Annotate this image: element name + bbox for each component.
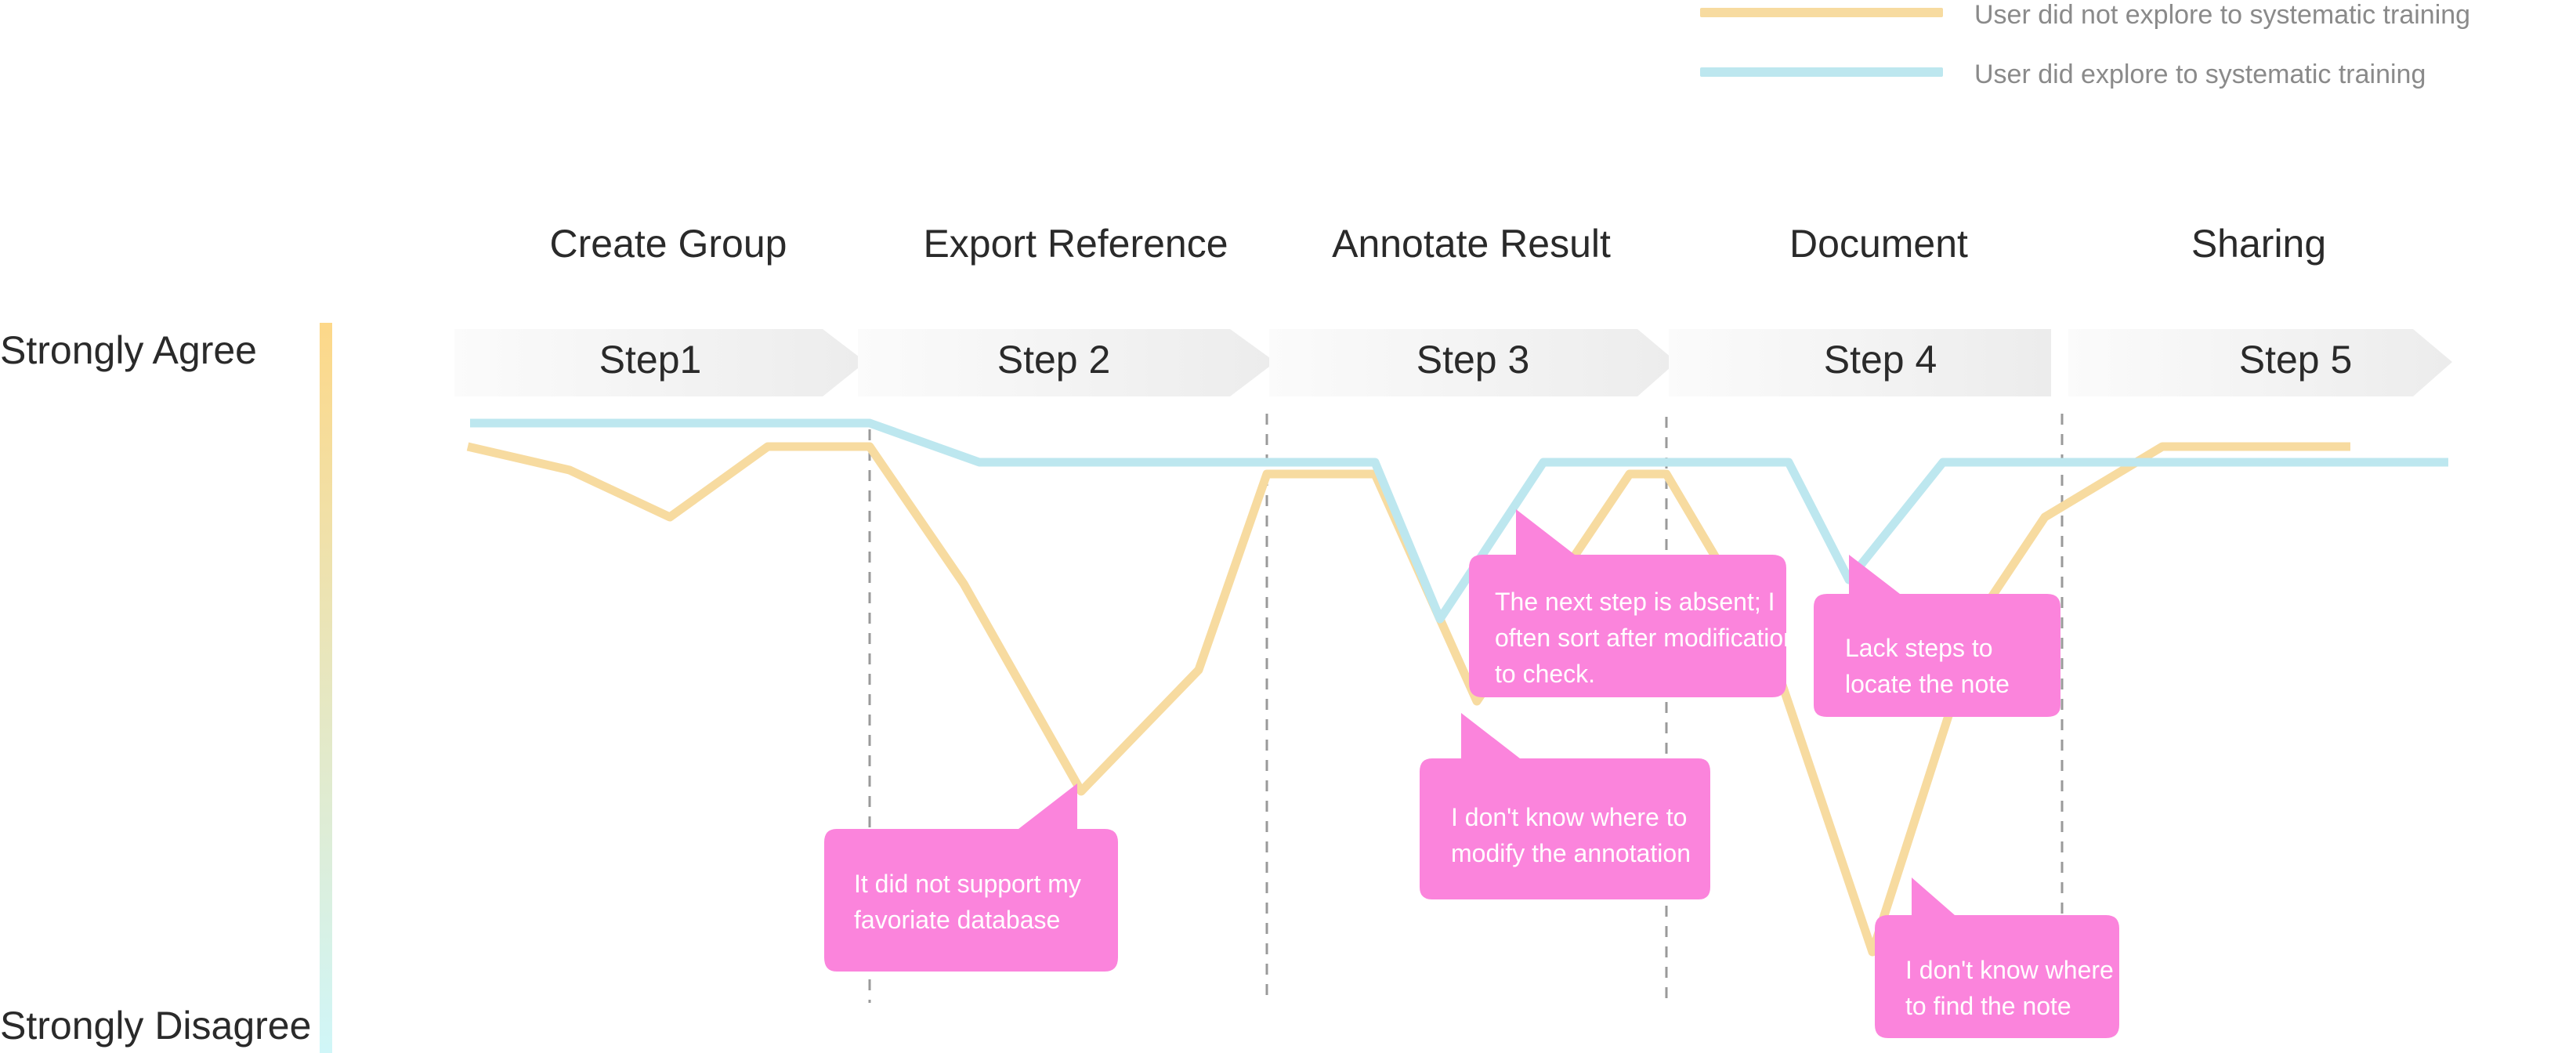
sentiment-axis-bar (320, 323, 332, 1053)
callout-5-bubble (1875, 878, 2119, 1038)
legend-item-with-training: User did explore to systematic training (1700, 60, 2426, 114)
stage-title-export-reference: Export Reference (923, 222, 1228, 266)
step-arrow-1 (454, 329, 866, 396)
stage-title-sharing: Sharing (2191, 222, 2327, 266)
callout-2-bubble (1469, 509, 1786, 697)
y-axis-top-label: Strongly Agree (0, 328, 257, 372)
step-arrow-2 (858, 329, 1275, 396)
legend-swatch-blue (1700, 67, 1943, 77)
stage-title-create-group: Create Group (549, 222, 787, 266)
callout-3-bubble (1420, 713, 1710, 899)
step-arrows (454, 329, 2452, 396)
y-axis-bottom-label: Strongly Disagree (0, 1004, 312, 1048)
callout-1-bubble (824, 783, 1118, 972)
stage-title-annotate-result: Annotate Result (1332, 222, 1611, 266)
legend-label: User did explore to systematic training (1974, 60, 2426, 89)
stage-title-document: Document (1789, 222, 1968, 266)
callouts (824, 509, 2119, 1038)
step-arrow-3 (1269, 329, 1677, 396)
step-arrow-5 (2068, 329, 2452, 396)
series-line-no-training (466, 442, 2350, 957)
callout-4-bubble (1814, 555, 2060, 717)
legend-item-no-training: User did not explore to systematic train… (1700, 0, 2470, 55)
series-line-with-training (470, 418, 2448, 624)
legend-swatch-yellow (1700, 8, 1943, 17)
step-arrow-4 (1669, 329, 2051, 396)
legend-label: User did not explore to systematic train… (1974, 0, 2471, 30)
